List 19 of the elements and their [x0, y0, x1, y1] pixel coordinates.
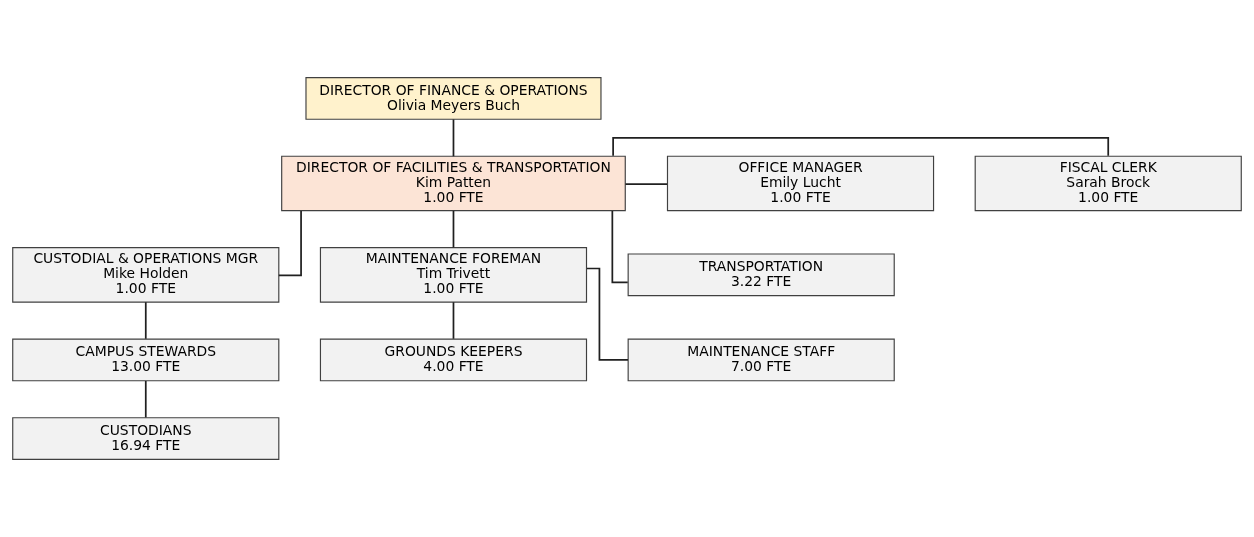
connector — [452, 301, 455, 340]
connector — [586, 267, 629, 361]
node-box: MAINTENANCE FOREMAN Tim Trivett 1.00 FTE — [319, 247, 588, 303]
connector — [144, 301, 147, 340]
connector — [624, 183, 668, 185]
node-box: CUSTODIAL & OPERATIONS MGR Mike Holden 1.00 FTE — [12, 247, 280, 303]
node-box: CAMPUS STEWARDS 13.00 FTE — [12, 338, 280, 382]
connector — [452, 118, 455, 158]
node-box: TRANSPORTATION 3.22 FTE — [627, 253, 895, 297]
node-box: OFFICE MANAGER Emily Lucht 1.00 FTE — [666, 155, 935, 212]
node-box: GROUNDS KEEPERS 4.00 FTE — [319, 338, 588, 382]
node-box: MAINTENANCE STAFF 7.00 FTE — [627, 338, 895, 382]
node-box: CUSTODIANS 16.94 FTE — [12, 417, 280, 460]
node-box: FISCAL CLERK Sarah Brock 1.00 FTE — [974, 155, 1242, 212]
node-box: DIRECTOR OF FINANCE & OPERATIONS Olivia Meyers Buch — [305, 77, 602, 120]
node-box: DIRECTOR OF FACILITIES & TRANSPORTATION Kim Patten 1.00 FTE — [281, 155, 626, 212]
connector — [144, 380, 147, 419]
connector — [277, 210, 302, 277]
connector — [452, 210, 455, 249]
